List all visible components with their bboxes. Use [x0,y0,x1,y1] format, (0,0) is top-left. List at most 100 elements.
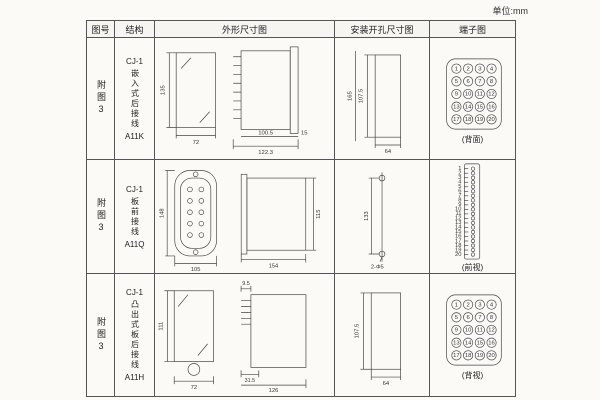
terminal-number: 5 [454,78,457,84]
terminal-pin [450,113,461,124]
terminal-pin [470,211,475,216]
terminal-number: 7 [478,315,481,321]
dim-side-depth: 100.5 [258,130,273,136]
terminal-number: 2 [458,170,461,176]
terminal-number: 7 [478,78,481,84]
terminal-pin [462,324,473,336]
install-cell: 133 2-Φ5 [334,159,430,274]
terminal-pin [470,166,475,171]
install-drawing-projecting: 107.5 64 [354,292,401,387]
terminal-pin [470,206,475,211]
type-code: A11K [125,131,144,141]
terminal-pin [462,113,473,124]
terminal-pin [450,63,461,74]
terminal-pin [462,63,473,74]
terminal-pin [474,350,485,361]
structure-desc: 板前接线 [130,196,140,237]
terminal-number: 11 [455,211,461,217]
dim-hole-spacing: 133 [363,211,369,221]
terminal-pin [486,88,497,99]
terminal-number: 1 [454,66,457,72]
terminal-number: 6 [466,315,469,321]
terminal-pin [486,113,497,124]
dim-front-height: 148 [159,208,165,217]
install-cell: 107.5 165 64 [334,37,430,160]
terminal-view-label: (背面) [461,134,484,144]
terminal-pin [474,337,485,348]
terminal-pin [474,312,485,323]
figno-cell: 附图3 [86,273,115,397]
terminal-pin [470,170,475,175]
terminal-number: 8 [458,197,461,203]
terminal-number: 6 [458,188,461,194]
terminal-number: 16 [488,340,495,346]
table-row: 附图3 CJ-1 板前接线 A11Q [86,159,516,274]
dim-rear-depth: 31.5 [244,378,255,384]
type-code: A11Q [124,239,145,249]
spec-table: 图号 结构 外形尺寸图 安装开孔尺寸图 端子图 附图3 CJ-1 嵌入式后接线 … [86,20,516,397]
terminal-number: 10 [464,328,471,334]
outline-cell: 111 72 9.5 31.5 126 [154,273,335,397]
figure-number: 附图3 [96,316,106,354]
terminal-pin [474,324,485,336]
terminal-pin [470,215,475,220]
terminal-number: 10 [464,91,471,97]
terminal-pin [470,220,475,225]
col-header-figno: 图号 [86,20,115,38]
terminal-number: 20 [488,117,495,123]
terminal-number: 13 [455,220,461,226]
dim-front-height: 135 [160,84,166,95]
outline-cell: 135 72 100.5 15 122.3 [154,37,335,160]
terminal-pin [470,242,475,248]
dim-total-depth: 126 [268,388,279,393]
terminal-number: 10 [455,206,461,212]
spec-table-wrapper: 图号 结构 外形尺寸图 安装开孔尺寸图 端子图 附图3 CJ-1 嵌入式后接线 … [86,20,516,397]
terminal-pin [450,324,461,336]
figno-cell: 附图3 [86,37,115,160]
structure-cell: CJ-1 嵌入式后接线 A11K [114,37,155,160]
terminal-number: 14 [464,104,471,110]
terminal-pin [486,350,497,361]
terminal-pin [470,229,475,234]
terminal-pin [486,63,497,74]
terminal-pin [474,101,485,112]
terminal-number: 15 [476,104,483,110]
outline-cell: 148 105 115 154 [154,159,335,274]
terminal-number: 17 [455,238,461,244]
terminal-number: 3 [458,174,461,180]
terminal-number: 9 [458,202,461,208]
terminal-pin [450,101,461,112]
dim-cutout-width: 64 [382,381,389,387]
figure-number: 附图3 [96,198,106,235]
terminal-number: 11 [476,91,482,97]
terminal-pin [470,247,475,252]
terminal-pin [462,299,473,310]
type-code: A11H [124,373,145,382]
dim-front-width: 72 [190,385,197,391]
terminal-pin [462,101,473,112]
terminal-block-outline [445,294,502,366]
terminal-number: 5 [454,315,457,321]
dim-side-height: 115 [315,209,321,218]
col-header-structure: 结构 [114,20,155,38]
terminal-strip-outline [463,163,480,259]
terminal-number: 16 [455,233,461,239]
terminal-pin [474,113,485,124]
terminal-number: 1 [458,165,461,171]
table-row: 附图3 CJ-1 嵌入式后接线 A11K 135 [86,37,516,160]
terminal-pin [470,233,475,239]
terminal-number: 13 [453,104,460,110]
terminal-number: 20 [488,353,495,359]
col-header-install: 安装开孔尺寸图 [334,20,430,38]
terminal-number: 2 [466,66,469,72]
terminal-pin [470,238,475,243]
terminal-view-label: (背视) [461,371,484,380]
terminal-number: 4 [489,302,493,308]
structure-desc: 嵌入式后接线 [130,68,140,129]
terminal-pin [470,179,475,184]
terminal-view-label: (前视) [461,262,484,272]
terminal-number: 8 [489,78,492,84]
